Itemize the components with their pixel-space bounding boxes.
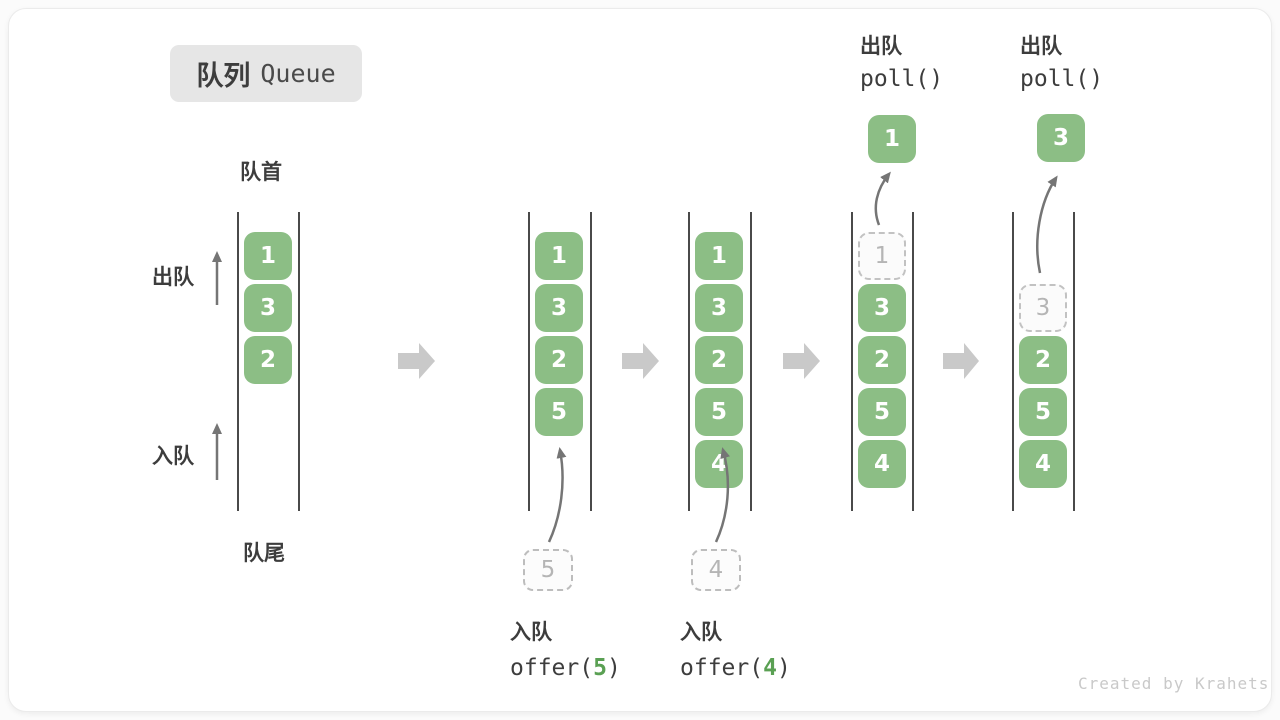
queue-item: 4 bbox=[1019, 440, 1067, 488]
caption-enqueue-code: offer(4) bbox=[680, 655, 791, 681]
queue-wall-right bbox=[590, 212, 592, 511]
queue-item-removed: 1 bbox=[858, 232, 906, 280]
title-box: 队列 Queue bbox=[170, 45, 362, 102]
caption-dequeue-code: poll() bbox=[860, 66, 944, 92]
watermark: Created by Krahets bbox=[1078, 674, 1270, 693]
queue-item: 2 bbox=[858, 336, 906, 384]
caption-dequeue: 出队 poll() bbox=[1020, 30, 1103, 92]
code-suffix: ) bbox=[606, 655, 621, 681]
queue-item: 5 bbox=[535, 388, 583, 436]
queue-wall-left bbox=[688, 212, 690, 511]
caption-dequeue: 出队 poll() bbox=[860, 30, 943, 92]
queue-wall-right bbox=[298, 212, 300, 511]
caption-enqueue-label: 入队 bbox=[510, 620, 552, 644]
queue-item: 2 bbox=[535, 336, 583, 384]
label-enqueue: 入队 bbox=[152, 444, 194, 468]
incoming-item: 4 bbox=[691, 549, 741, 591]
queue-item-removed: 3 bbox=[1019, 284, 1067, 332]
code-arg: 4 bbox=[763, 655, 777, 681]
label-queue-front: 队首 bbox=[240, 160, 282, 184]
queue-item: 3 bbox=[535, 284, 583, 332]
incoming-item: 5 bbox=[523, 549, 573, 591]
queue-item: 2 bbox=[1019, 336, 1067, 384]
queue-item: 5 bbox=[1019, 388, 1067, 436]
queue-wall-left bbox=[237, 212, 239, 511]
queue-item: 3 bbox=[695, 284, 743, 332]
queue-wall-right bbox=[750, 212, 752, 511]
caption-enqueue-label: 入队 bbox=[680, 620, 722, 644]
queue-item: 4 bbox=[695, 440, 743, 488]
title-chinese: 队列 bbox=[196, 61, 251, 92]
queue-item: 5 bbox=[858, 388, 906, 436]
title-english: Queue bbox=[260, 59, 336, 88]
caption-enqueue-code: offer(5) bbox=[510, 655, 621, 681]
caption-dequeue-label: 出队 bbox=[1020, 34, 1062, 58]
queue-wall-right bbox=[1073, 212, 1075, 511]
queue-item: 4 bbox=[858, 440, 906, 488]
queue-item: 1 bbox=[535, 232, 583, 280]
code-prefix: offer( bbox=[680, 655, 764, 681]
figure-card bbox=[8, 8, 1272, 712]
queue-wall-left bbox=[528, 212, 530, 511]
queue-item: 2 bbox=[695, 336, 743, 384]
queue-item: 1 bbox=[695, 232, 743, 280]
queue-item: 3 bbox=[858, 284, 906, 332]
label-dequeue: 出队 bbox=[152, 265, 194, 289]
caption-enqueue: 入队 offer(4) bbox=[680, 616, 791, 681]
caption-enqueue: 入队 offer(5) bbox=[510, 616, 621, 681]
queue-item: 1 bbox=[244, 232, 292, 280]
queue-item: 3 bbox=[244, 284, 292, 332]
caption-dequeue-label: 出队 bbox=[860, 34, 902, 58]
outgoing-item: 3 bbox=[1037, 114, 1085, 162]
queue-wall-left bbox=[1012, 212, 1014, 511]
queue-item: 2 bbox=[244, 336, 292, 384]
queue-item: 5 bbox=[695, 388, 743, 436]
code-arg: 5 bbox=[593, 655, 607, 681]
label-queue-rear: 队尾 bbox=[243, 541, 285, 565]
caption-dequeue-code: poll() bbox=[1020, 66, 1104, 92]
queue-wall-right bbox=[912, 212, 914, 511]
code-suffix: ) bbox=[776, 655, 791, 681]
outgoing-item: 1 bbox=[868, 115, 916, 163]
code-prefix: offer( bbox=[510, 655, 594, 681]
queue-wall-left bbox=[851, 212, 853, 511]
